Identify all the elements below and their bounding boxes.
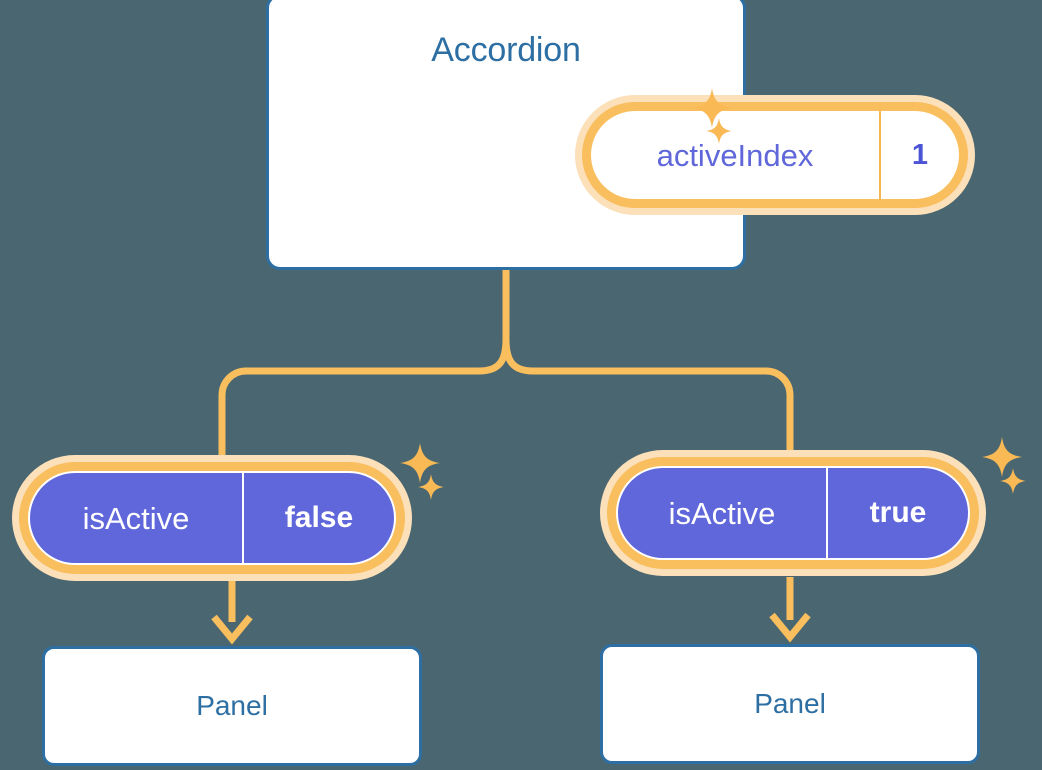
panel-title-right: Panel (754, 688, 826, 719)
prop-pill-isactive-left[interactable]: isActive false (12, 455, 412, 581)
pill-inner: isActive false (28, 471, 396, 565)
arrow-down-icon-right (769, 612, 811, 643)
state-pill-activeindex[interactable]: activeIndex 1 (575, 95, 975, 215)
pill-divider (242, 473, 244, 563)
pill-divider (826, 468, 828, 558)
prop-pill-value-right: true (869, 496, 927, 529)
state-pill-key: activeIndex (656, 137, 814, 173)
accordion-component-card[interactable]: Accordion activeIndex 1 (266, 0, 975, 270)
pill-ring: isActive true (607, 457, 979, 569)
panel-card-right[interactable]: Panel (600, 644, 980, 764)
branch-line-left (218, 338, 510, 455)
sparkle-icon-small-left (418, 474, 444, 500)
state-pill-value: 1 (911, 138, 929, 171)
arrow-down-icon-left (211, 614, 253, 645)
prop-pill-key-left: isActive (82, 500, 190, 536)
page-title: Accordion (431, 31, 581, 69)
prop-pill-value-left: false (284, 501, 354, 534)
panel-title-left: Panel (196, 690, 268, 721)
panel-card-left[interactable]: Panel (42, 646, 422, 766)
sparkle-icon-large-left (400, 443, 440, 483)
pill-ring: activeIndex 1 (582, 102, 968, 208)
pill-ring: isActive false (19, 462, 405, 574)
pill-inner: activeIndex 1 (591, 111, 959, 199)
branch-line-right (502, 338, 794, 450)
pill-divider (879, 111, 881, 199)
sparkle-icon-small-right (1000, 468, 1026, 494)
prop-pill-key-right: isActive (668, 495, 776, 531)
prop-pill-isactive-right[interactable]: isActive true (600, 450, 986, 576)
sparkle-icon-large-right (982, 437, 1022, 477)
pill-inner: isActive true (616, 466, 970, 560)
